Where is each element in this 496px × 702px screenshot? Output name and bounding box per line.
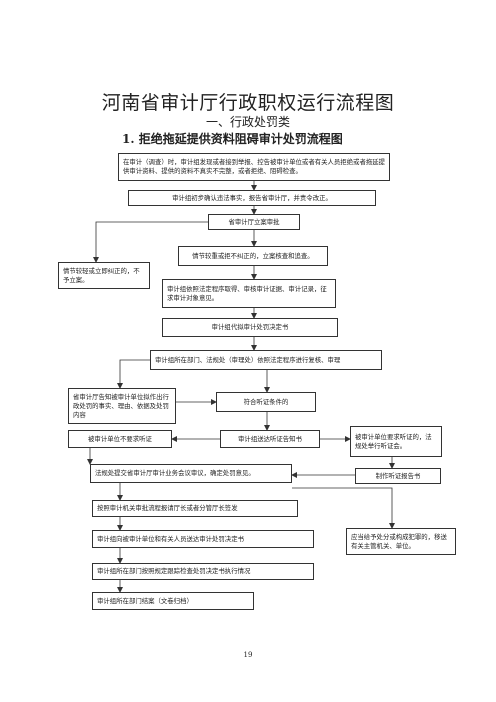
step-deliver-decision: 审计组向被审计单位和有关人员送达审计处罚决定书 bbox=[92, 530, 314, 548]
step-serious-case: 情节较重或拒不纠正的，立案核查和追查。 bbox=[178, 246, 328, 266]
step-close-case: 审计组所在部门结案（文卷归档） bbox=[92, 592, 254, 610]
step-follow-up: 审计组所在部门按照规定跟踪检查处罚决定书执行情况 bbox=[92, 563, 314, 580]
page-title: 河南省审计厅行政职权运行流程图 bbox=[101, 92, 395, 114]
step-transfer-authority: 应当给予处分或构成犯罪的，移送有关主管机关、单位。 bbox=[346, 528, 456, 555]
step-sign-approval: 按照审计机关审批流程报请厅长或者分管厅长签发 bbox=[92, 500, 298, 517]
step-hearing-eligible: 符合听证条件的 bbox=[216, 392, 316, 412]
page-number: 19 bbox=[243, 651, 253, 659]
section-title: 1. 拒绝拖延提供资料阻碍审计处罚流程图 bbox=[122, 132, 343, 146]
step-evidence-collection: 审计组依照法定程序取得、审核审计证据、审计记录，征求审计对象意见。 bbox=[162, 279, 336, 308]
step-draft-decision: 审计组代拟审计处罚决定书 bbox=[162, 318, 338, 337]
step-discovery: 在审计（调查）时，审计组发现或者接到举报、控告被审计单位或者有关人员拒绝或者拖延… bbox=[118, 153, 390, 181]
step-review: 审计组所在部门、法规处（审理处）依照法定程序进行复核、审理 bbox=[150, 350, 382, 370]
step-no-hearing: 被审计单位不要求听证 bbox=[68, 430, 172, 448]
step-preliminary-confirm: 审计组初步确认违法事实，报告省审计厅，并责令改正。 bbox=[128, 190, 376, 206]
step-filing-approval: 省审计厅立案审批 bbox=[208, 214, 300, 230]
step-minor-case: 情节较轻或立即纠正的，不予立案。 bbox=[58, 262, 150, 289]
step-hearing-report: 制作听证报告书 bbox=[355, 468, 441, 484]
step-hearing-requested: 被审计单位要求听证的，法规处举行听证会。 bbox=[350, 426, 442, 457]
category-subtitle: 一、行政处罚类 bbox=[205, 115, 290, 129]
step-notify-facts: 省审计厅告知被审计单位拟作出行政处罚的事实、理由、依据及处罚内容 bbox=[68, 388, 176, 424]
step-hearing-notice: 审计组送达听证告知书 bbox=[220, 430, 320, 448]
step-business-meeting: 法规处提交省审计厅审计业务会议审议，确定处罚意见。 bbox=[90, 464, 292, 483]
